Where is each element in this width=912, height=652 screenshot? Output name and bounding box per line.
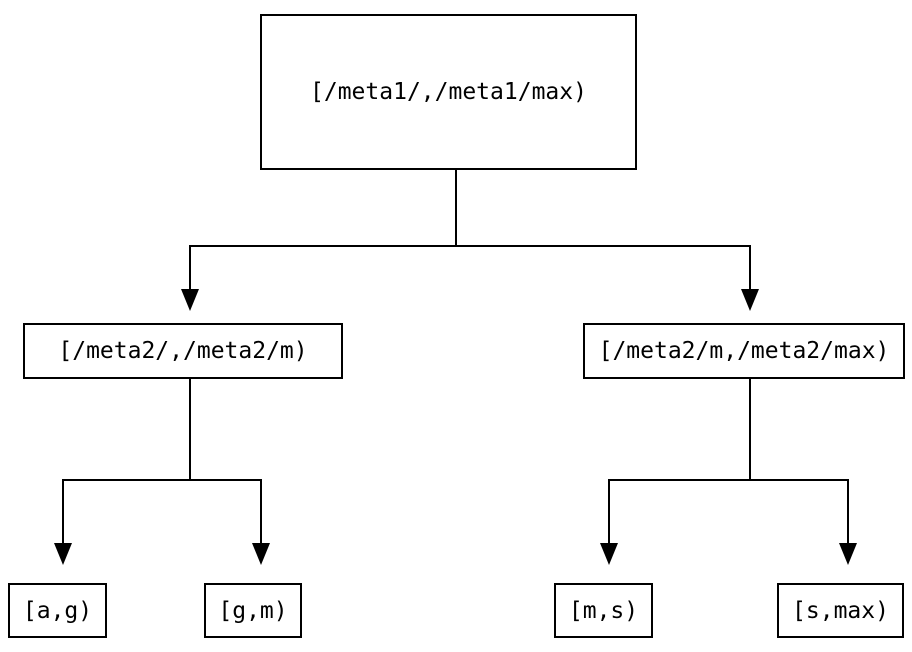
connector-line-drop-g-m: [260, 479, 262, 544]
node-leaf-a-g-label: [a,g): [22, 597, 93, 624]
node-leaf-a-g: [a,g): [8, 583, 107, 638]
connector-line-right-stem: [749, 379, 751, 481]
connector-line-left-rail: [62, 479, 262, 481]
connector-line-drop-right: [749, 245, 751, 290]
arrow-down-icon-leaf-s-max: [839, 543, 857, 565]
connector-line-drop-left: [189, 245, 191, 290]
arrow-down-icon-meta2-left: [181, 289, 199, 311]
node-leaf-s-max: [s,max): [777, 583, 904, 638]
node-root: [/meta1/,/meta1/max): [260, 14, 637, 170]
connector-line-drop-s-max: [847, 479, 849, 544]
arrow-down-icon-leaf-m-s: [600, 543, 618, 565]
node-leaf-m-s-label: [m,s): [568, 597, 639, 624]
node-meta2-left-label: [/meta2/,/meta2/m): [58, 338, 308, 364]
node-leaf-s-max-label: [s,max): [792, 597, 889, 624]
connector-line-right-rail: [608, 479, 849, 481]
connector-line-drop-m-s: [608, 479, 610, 544]
arrow-down-icon-leaf-g-m: [252, 543, 270, 565]
connector-line-root-stem: [455, 170, 457, 247]
connector-line-left-stem: [189, 379, 191, 481]
connector-line-level1-rail: [189, 245, 751, 247]
connector-line-drop-a-g: [62, 479, 64, 544]
node-meta2-right-label: [/meta2/m,/meta2/max): [598, 338, 890, 364]
node-leaf-g-m-label: [g,m): [218, 597, 288, 624]
node-leaf-g-m: [g,m): [204, 583, 302, 638]
arrow-down-icon-meta2-right: [741, 289, 759, 311]
node-root-label: [/meta1/,/meta1/max): [310, 79, 587, 105]
node-meta2-left: [/meta2/,/meta2/m): [23, 323, 343, 379]
node-leaf-m-s: [m,s): [554, 583, 653, 638]
node-meta2-right: [/meta2/m,/meta2/max): [583, 323, 905, 379]
arrow-down-icon-leaf-a-g: [54, 543, 72, 565]
